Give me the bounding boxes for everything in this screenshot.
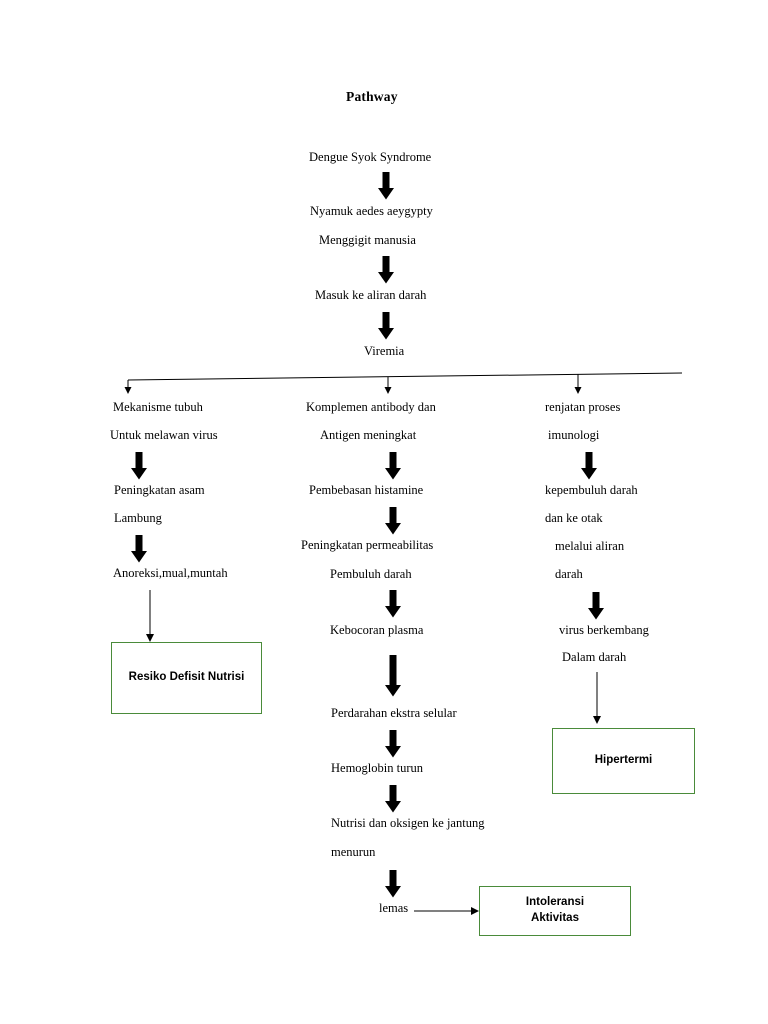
node-perdarahan-ekstra-selular: Perdarahan ekstra selular <box>331 706 457 720</box>
node-kebocoran-plasma: Kebocoran plasma <box>330 623 424 637</box>
arrow-down-icon <box>128 535 150 563</box>
node-hemoglobin-turun: Hemoglobin turun <box>331 761 424 775</box>
node-pembebasan-histamine: Pembebasan histamine <box>309 483 424 497</box>
node-lambung: Lambung <box>114 511 162 525</box>
node-dengue-syok-syndrome: Dengue Syok Syndrome <box>309 150 432 164</box>
node-lemas: lemas <box>379 901 409 915</box>
node-melalui-aliran: melalui aliran <box>555 539 625 553</box>
node-peningkatan-asam: Peningkatan asam <box>114 483 205 497</box>
connector-to-hipertermi <box>593 672 601 724</box>
node-menurun: menurun <box>331 845 376 859</box>
node-dan-ke-otak: dan ke otak <box>545 511 603 525</box>
outcome-box-hipertermi[interactable]: Hipertermi <box>552 728 695 794</box>
outcome-box-intoleransi-aktivitas[interactable]: Intoleransi Aktivitas <box>479 886 631 936</box>
node-kepembuluh-darah: kepembuluh darah <box>545 483 638 497</box>
node-anoreksi-mual-muntah: Anoreksi,mual,muntah <box>113 566 228 580</box>
node-nutrisi-dan-oksigen-ke-jantung: Nutrisi dan oksigen ke jantung <box>331 816 485 830</box>
split-bus-line <box>124 372 683 394</box>
node-mekanisme-tubuh: Mekanisme tubuh <box>113 400 203 414</box>
node-viremia: Viremia <box>364 344 405 358</box>
arrow-down-icon <box>382 655 404 697</box>
arrow-down-icon <box>382 452 404 480</box>
node-antigen-meningkat: Antigen meningkat <box>320 428 417 442</box>
arrow-down-icon <box>382 730 404 758</box>
connector-to-intoleransi-aktivitas <box>414 907 479 915</box>
connector-to-resiko-defisit-nutrisi <box>146 590 154 642</box>
arrow-down-icon <box>382 507 404 535</box>
arrow-down-icon <box>578 452 600 480</box>
arrow-down-icon <box>375 172 397 200</box>
arrow-down-icon <box>382 590 404 618</box>
arrow-down-icon <box>382 870 404 898</box>
node-pembuluh-darah: Pembuluh darah <box>330 567 412 581</box>
node-nyamuk-aedes-aeygypty: Nyamuk aedes aeygypty <box>310 204 433 218</box>
page-title: Pathway <box>346 89 398 104</box>
arrow-down-icon <box>382 785 404 813</box>
node-masuk-ke-aliran-darah: Masuk ke aliran darah <box>315 288 427 302</box>
node-menggigit-manusia: Menggigit manusia <box>319 233 416 247</box>
arrow-down-icon <box>128 452 150 480</box>
node-renjatan-proses: renjatan proses <box>545 400 621 414</box>
node-imunologi: imunologi <box>548 428 600 442</box>
node-darah: darah <box>555 567 583 581</box>
node-untuk-melawan-virus: Untuk melawan virus <box>110 428 218 442</box>
node-virus-berkembang: virus berkembang <box>559 623 649 637</box>
node-komplemen-antibody-dan: Komplemen antibody dan <box>306 400 436 414</box>
outcome-box-resiko-defisit-nutrisi[interactable]: Resiko Defisit Nutrisi <box>111 642 262 714</box>
arrow-down-icon <box>375 312 397 340</box>
arrow-down-icon <box>585 592 607 620</box>
node-peningkatan-permeabilitas: Peningkatan permeabilitas <box>301 538 434 552</box>
arrow-down-icon <box>375 256 397 284</box>
node-dalam-darah: Dalam darah <box>562 650 627 664</box>
